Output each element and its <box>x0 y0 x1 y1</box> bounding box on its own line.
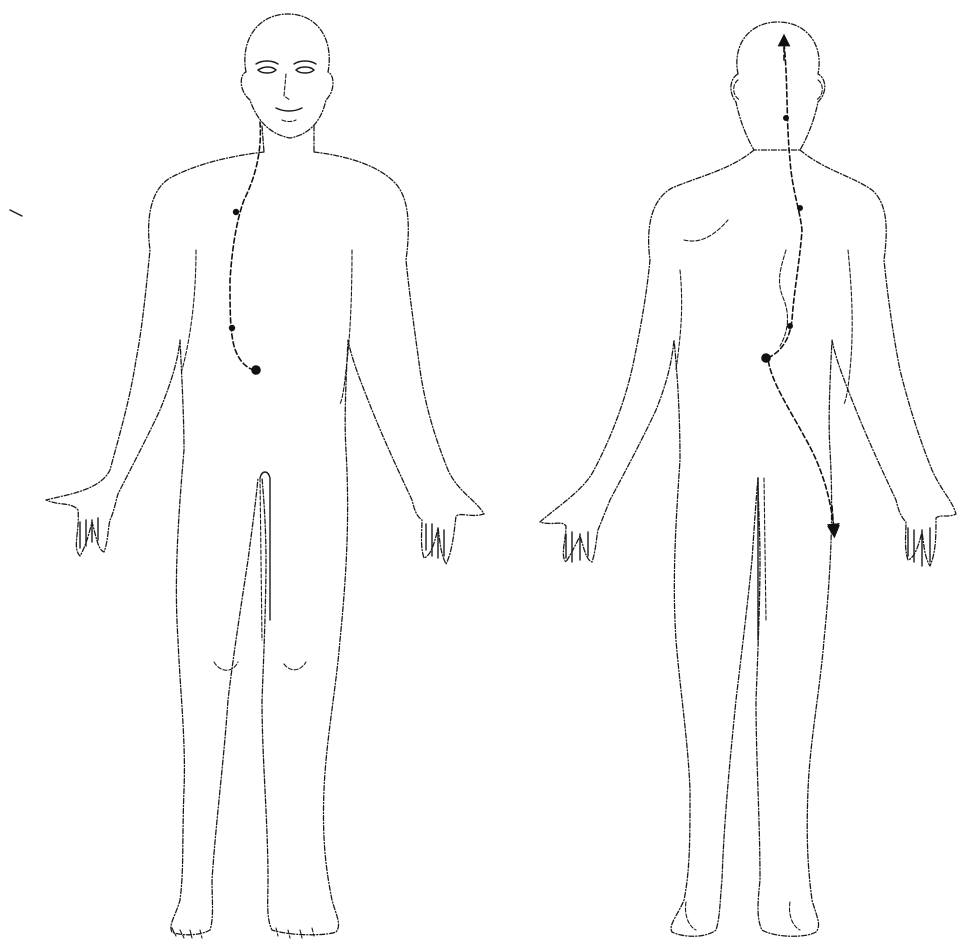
mid-back-point <box>797 205 803 211</box>
front-left-knee <box>214 662 238 670</box>
back-right-heel <box>789 902 800 930</box>
stray-mark <box>10 210 22 216</box>
navel-point <box>251 365 261 375</box>
back-head <box>731 22 825 150</box>
front-neck <box>262 126 264 152</box>
back-left-heel <box>685 902 696 930</box>
back-arm-inner-left <box>676 270 682 370</box>
back-body-right-outline <box>756 150 956 936</box>
back-inner-leg-line <box>764 478 766 620</box>
back-scapula-left <box>684 220 728 241</box>
back-ear-left <box>734 80 740 100</box>
upper-back-point <box>783 115 789 121</box>
chest-point <box>233 209 239 215</box>
back-pathway-line <box>768 44 834 530</box>
sacral-point <box>761 353 771 363</box>
front-right-knee <box>284 662 306 670</box>
back-view-figure <box>540 22 956 936</box>
front-inner-leg-line <box>260 478 262 640</box>
front-body-right-outline <box>262 152 484 935</box>
front-head <box>241 14 333 138</box>
front-view-figure <box>46 14 484 938</box>
front-face <box>256 61 316 122</box>
back-right-fingers <box>908 528 930 566</box>
back-spine-curve <box>780 250 788 346</box>
back-ear-right <box>816 80 822 100</box>
front-left-arm-inner <box>182 250 196 370</box>
mid-abdomen-point <box>229 325 235 331</box>
front-pathway-line <box>230 122 260 370</box>
lower-back-point <box>787 323 793 329</box>
